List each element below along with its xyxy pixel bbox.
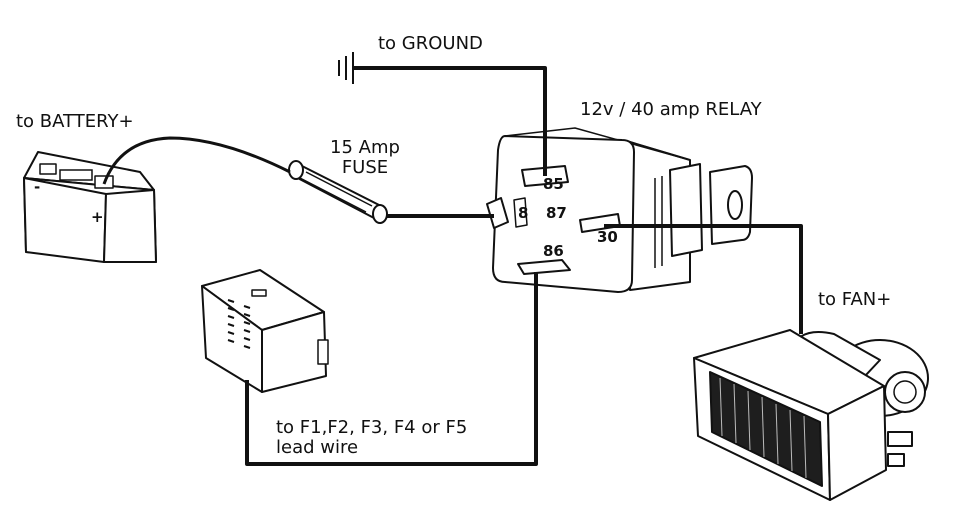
lead-wire (245, 272, 538, 466)
fuse-label-line2: FUSE (341, 157, 389, 178)
ground-symbol (338, 52, 354, 84)
battery-fuse-wire (102, 136, 291, 185)
terminal-85-label: 85 (543, 175, 564, 193)
lead-wire-label-line1: to F1,F2, F3, F4 or F5 (276, 417, 468, 438)
battery-label: to BATTERY+ (16, 111, 134, 132)
terminal-86-label: 86 (543, 242, 564, 260)
battery-plus-label: + (91, 208, 104, 226)
wires (102, 66, 803, 466)
controller-module (201, 269, 329, 393)
terminal-87-label: 87 (546, 204, 567, 222)
ground-label: to GROUND (378, 33, 483, 54)
fan-unit (693, 329, 929, 501)
fuse (288, 160, 388, 224)
fan-wire (604, 224, 803, 334)
battery: - + (23, 151, 157, 263)
lead-wire-label-line2: lead wire (276, 437, 359, 458)
fan-label: to FAN+ (818, 289, 892, 310)
terminal-30-label: 30 (597, 228, 618, 246)
fuse-label: 15 Amp FUSE (325, 138, 405, 178)
battery-minus-label: - (34, 178, 40, 196)
lead-wire-label: to F1,F2, F3, F4 or F5 lead wire (276, 418, 467, 458)
relay-label: 12v / 40 amp RELAY (580, 99, 762, 120)
fuse-label-line1: 15 Amp (330, 137, 400, 158)
ground-wire (353, 66, 547, 176)
terminal-87a-label: 8 (518, 204, 528, 222)
